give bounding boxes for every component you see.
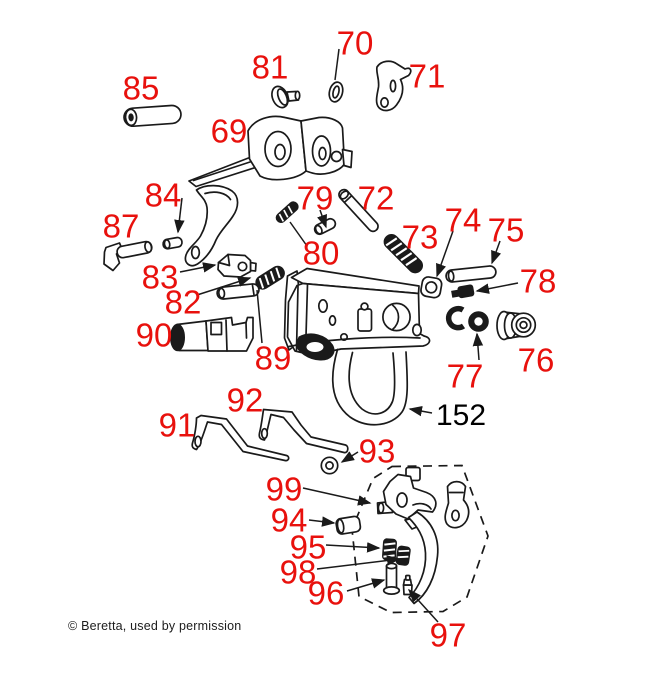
leader-line-152 — [408, 405, 433, 417]
part-80-drawing — [275, 201, 299, 224]
leader-line-95 — [325, 542, 381, 553]
part-81-drawing — [271, 85, 301, 109]
part-74-drawing — [420, 276, 443, 299]
part-84-drawing — [162, 184, 239, 267]
part-79-drawing — [313, 217, 337, 236]
part-90-drawing — [170, 316, 254, 352]
copyright-credit: © Beretta, used by permission — [68, 619, 242, 633]
part-70-drawing — [328, 81, 344, 103]
leader-line-70 — [334, 48, 340, 81]
part-76-drawing — [496, 310, 537, 341]
part-93-drawing — [320, 456, 339, 475]
leader-line-96 — [346, 578, 386, 592]
part-69-drawing — [188, 115, 353, 188]
part-91-drawing — [191, 414, 290, 462]
part-83-drawing — [217, 253, 257, 278]
part-85-drawing — [123, 104, 182, 128]
leader-line-78 — [475, 282, 519, 294]
part-152-drawing — [283, 267, 431, 426]
part-87-drawing — [103, 240, 153, 272]
part-96-drawing — [382, 562, 401, 595]
part-75-drawing — [445, 265, 497, 283]
part-99-assembly-drawing — [351, 464, 489, 614]
part-98-drawing — [395, 545, 411, 566]
leader-line-77 — [472, 332, 484, 361]
leader-line-97 — [407, 588, 439, 623]
leader-line-82 — [196, 276, 252, 296]
part-71-drawing — [375, 60, 412, 112]
leader-line-83 — [179, 262, 217, 273]
leader-line-89 — [256, 289, 263, 344]
leader-line-93 — [340, 451, 359, 463]
leader-lines — [174, 48, 519, 623]
part-94-drawing — [335, 515, 362, 535]
part-89-drawing — [216, 283, 260, 300]
part-95-drawing — [382, 538, 397, 561]
part-78-drawing — [451, 284, 475, 299]
leader-line-94 — [308, 516, 336, 527]
leader-line-74 — [436, 230, 454, 278]
part-77-drawing — [445, 305, 489, 332]
part-72-drawing — [338, 188, 379, 233]
leader-line-98 — [316, 555, 401, 570]
part-92-drawing — [258, 408, 349, 454]
part-73-drawing — [383, 233, 424, 274]
leader-line-80 — [289, 221, 308, 247]
leader-line-75 — [491, 240, 502, 265]
leader-line-99 — [302, 487, 372, 506]
leader-line-79 — [317, 209, 327, 229]
leader-line-84 — [174, 197, 185, 234]
